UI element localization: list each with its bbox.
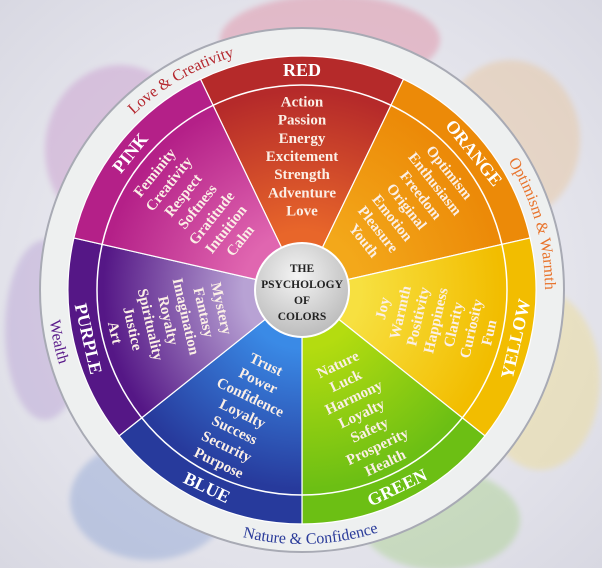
- center-line-4: COLORS: [278, 311, 327, 323]
- segment-red-text: RED ActionPassionEnergyExcitementStrength…: [266, 60, 338, 220]
- trait-word: Strength: [274, 167, 330, 183]
- segment-pink: [73, 78, 304, 291]
- trait-word: Action: [281, 94, 324, 110]
- segment-purple: [67, 237, 304, 437]
- trait-word: Adventure: [268, 185, 336, 201]
- segment-orange: [300, 78, 531, 291]
- segment-title-red: RED: [283, 60, 321, 80]
- trait-word: Excitement: [266, 149, 338, 165]
- center-badge: THE PSYCHOLOGY OF COLORS: [254, 242, 350, 338]
- segment-yellow: [300, 237, 537, 437]
- segment-blue: [118, 288, 303, 525]
- segments: [67, 55, 537, 525]
- trait-word: Passion: [278, 113, 327, 129]
- trait-word: Fun: [479, 318, 500, 347]
- trait-word: Art: [104, 320, 125, 345]
- center-line-2: PSYCHOLOGY: [261, 279, 343, 291]
- segment-red: [199, 55, 405, 292]
- trait-word: Love: [286, 204, 318, 220]
- inner-ring-line: [96, 84, 508, 496]
- trait-word: Energy: [279, 131, 326, 147]
- segment-green: [301, 288, 486, 525]
- trait-word: Joy: [373, 295, 394, 321]
- center-line-1: THE: [290, 263, 315, 275]
- center-line-3: OF: [294, 295, 310, 307]
